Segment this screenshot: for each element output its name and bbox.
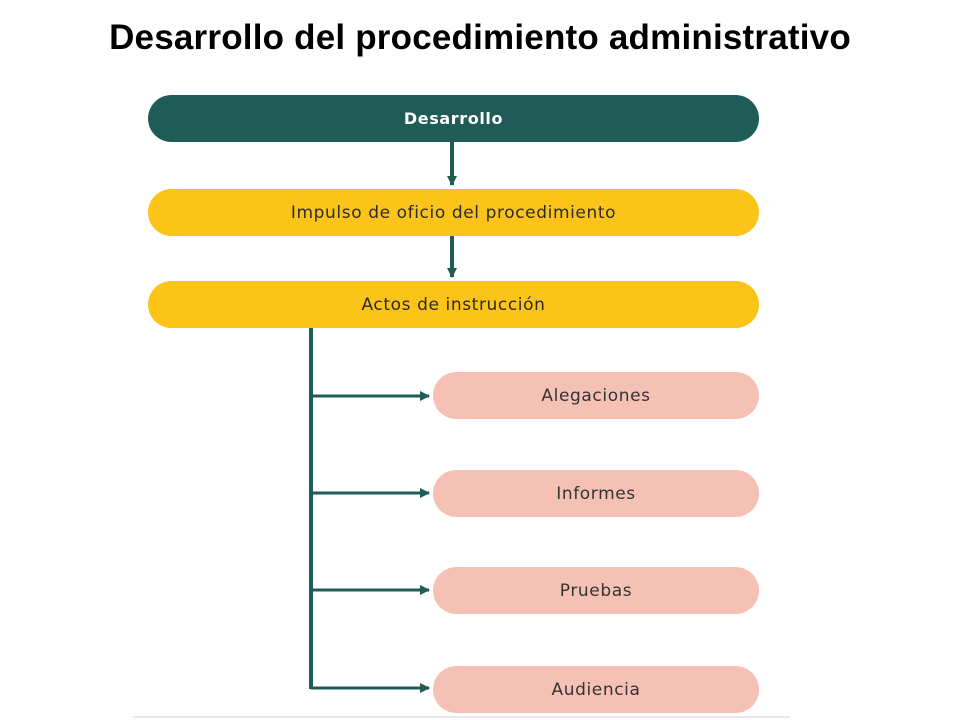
node-informes: Informes	[433, 470, 759, 517]
node-alegaciones: Alegaciones	[433, 372, 759, 419]
bottom-divider	[133, 716, 790, 718]
node-actos-de-instruccion: Actos de instrucción	[148, 281, 759, 328]
node-impulso-de-oficio: Impulso de oficio del procedimiento	[148, 189, 759, 236]
node-desarrollo: Desarrollo	[148, 95, 759, 142]
node-pruebas: Pruebas	[433, 567, 759, 614]
node-audiencia: Audiencia	[433, 666, 759, 713]
page-title: Desarrollo del procedimiento administrat…	[109, 18, 851, 57]
